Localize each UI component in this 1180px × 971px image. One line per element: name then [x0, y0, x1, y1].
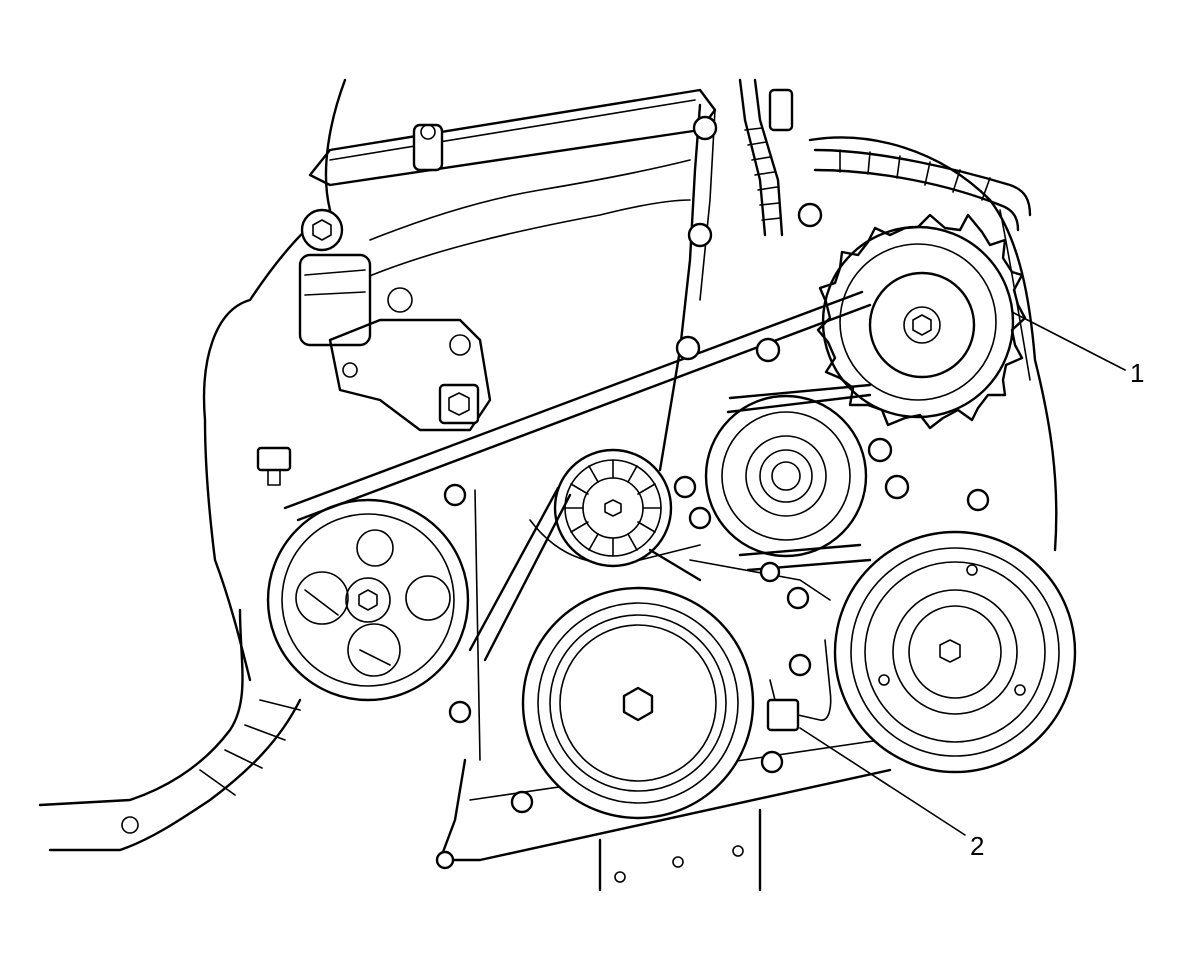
callout-2-label: 2: [970, 831, 984, 861]
engine-mount-bracket: [298, 208, 492, 432]
camshaft-sprocket: [816, 213, 1027, 430]
crankshaft-pulley: [521, 586, 755, 820]
idler-pulley-upper: [704, 394, 868, 558]
tensioner-pulley: [553, 448, 673, 568]
power-steering-pulley: [266, 498, 470, 702]
bolts: [256, 115, 990, 870]
callout-1-leader: [1011, 311, 1126, 371]
upper-hoses: [38, 78, 1032, 852]
ac-compressor-pulley: [833, 530, 1077, 774]
callout-2-leader: [799, 727, 966, 836]
callout-1-label: 1: [1130, 358, 1144, 388]
crankshaft-position-sensor: [766, 639, 832, 732]
